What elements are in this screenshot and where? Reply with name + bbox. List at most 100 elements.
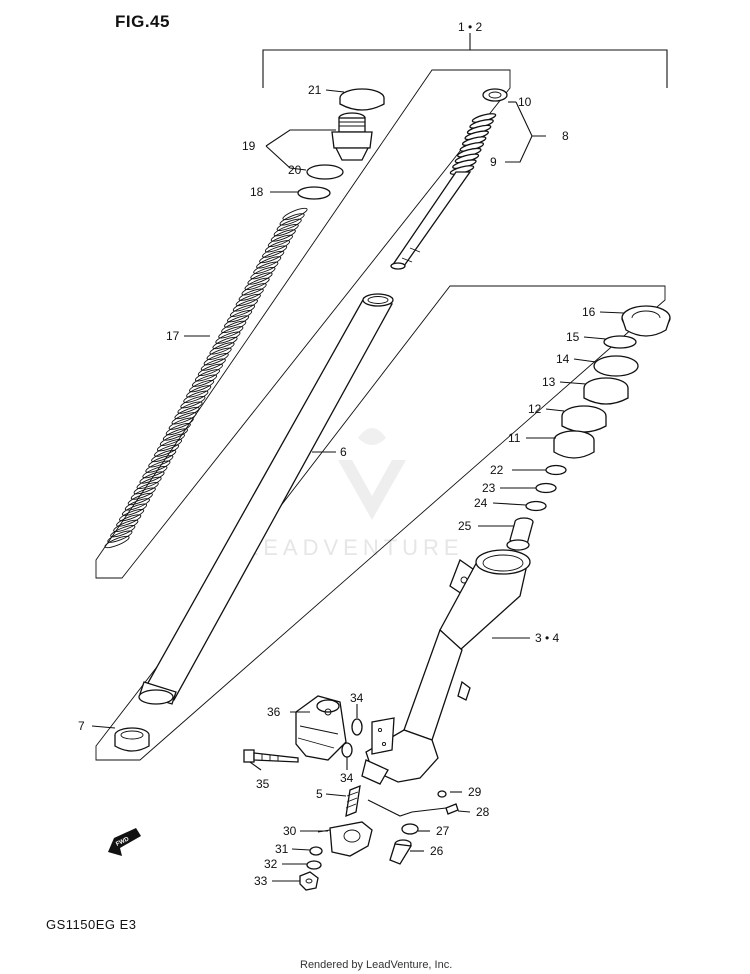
spring-coil: [168, 417, 194, 430]
spring-coil: [104, 535, 130, 549]
spring-coil: [224, 315, 250, 328]
axle-holder-cap-part: [317, 821, 373, 857]
callout-18: 18: [250, 185, 264, 199]
seal-spacer-part: [583, 377, 629, 405]
callout-34-upper: 34: [350, 691, 364, 705]
callout-16: 16: [582, 305, 596, 319]
inner-tube-group-frame: [95, 285, 666, 761]
spring-coil: [215, 331, 241, 344]
ring-22-part: [545, 464, 567, 476]
callout-3-4: 3 • 4: [535, 631, 560, 645]
oil-lock-piece-part: [506, 517, 534, 551]
spring-coil: [136, 476, 162, 490]
spring-coil: [221, 320, 247, 334]
spring-coil: [238, 288, 264, 301]
callout-36: 36: [267, 705, 281, 719]
spring-coil: [250, 266, 276, 280]
callout-9: 9: [490, 155, 497, 169]
spring-coil: [262, 245, 288, 258]
spring-coil: [259, 250, 285, 264]
o-ring-upper-part: [351, 718, 363, 736]
o-ring-lower-part: [341, 742, 353, 758]
spring-coil: [121, 503, 148, 516]
bracket-bolt-part: [243, 749, 299, 763]
callout-13: 13: [542, 375, 556, 389]
guide-bushing-part: [561, 405, 607, 433]
callout-27: 27: [436, 824, 450, 838]
spring-coil: [194, 369, 221, 382]
spring-coil: [273, 223, 299, 237]
spring-coil: [130, 487, 156, 500]
callout-8: 8: [562, 129, 569, 143]
callout-21: 21: [308, 83, 322, 97]
spring-coil: [165, 422, 191, 436]
spring-coil: [244, 277, 270, 291]
spring-coil: [107, 530, 133, 543]
figure-title: FIG.45: [115, 12, 170, 31]
spring-coil: [206, 347, 232, 360]
spring-coil: [229, 304, 256, 317]
spring-coil: [162, 428, 188, 441]
spring-coil: [145, 460, 171, 473]
spring-coil: [139, 471, 165, 484]
nut-33-part: [299, 871, 319, 891]
spring-coil: [151, 449, 177, 463]
stud-bolt-part: [345, 784, 361, 818]
spring-coil: [124, 498, 150, 511]
spring-coil: [177, 401, 203, 414]
callout-24: 24: [474, 496, 488, 510]
callout-17: 17: [166, 329, 180, 343]
callout-11: 11: [508, 431, 521, 445]
fork-spring-part: [104, 207, 308, 549]
spring-coil: [264, 240, 291, 253]
spring-coil: [189, 379, 215, 393]
render-credit: Rendered by LeadVenture, Inc.: [300, 959, 452, 971]
model-code: GS1150EG E3: [46, 917, 137, 932]
spring-coil: [256, 256, 282, 269]
callout-5: 5: [316, 787, 323, 801]
ring-24-part: [525, 500, 547, 512]
callout-19: 19: [242, 139, 256, 153]
spring-coil: [253, 261, 279, 274]
spring-coil: [203, 353, 229, 366]
seal-washer-part: [593, 355, 639, 377]
spring-coil: [212, 336, 238, 350]
callout-29: 29: [468, 785, 482, 799]
callout-22: 22: [490, 463, 504, 477]
slide-bushing-part: [114, 727, 150, 752]
damper-rod-part: [390, 88, 508, 270]
spring-coil: [142, 465, 168, 479]
spring-coil: [209, 342, 235, 355]
piston-ring-part: [553, 430, 595, 459]
callout-25: 25: [458, 519, 472, 533]
washer-31-part: [309, 846, 323, 856]
callout-34-lower: 34: [340, 771, 354, 785]
spring-coil: [154, 444, 180, 457]
callout-35: 35: [256, 777, 270, 791]
spring-coil: [279, 213, 305, 226]
spring-washer-32-part: [306, 860, 322, 870]
spring-coil: [267, 234, 293, 248]
spring-coil: [186, 385, 212, 398]
callout-12: 12: [528, 402, 542, 416]
bolt-26-part: [389, 839, 413, 865]
spring-coil: [183, 390, 209, 403]
cap-bolt-part: [331, 112, 373, 161]
o-ring-part: [306, 164, 344, 180]
spring-coil: [148, 455, 174, 468]
spring-coil: [270, 229, 296, 242]
callout-33: 33: [254, 874, 268, 888]
spring-coil: [174, 406, 200, 420]
leader-lines: [91, 89, 625, 882]
spring-coil: [156, 439, 183, 452]
gasket-27-part: [401, 823, 419, 835]
callout-26: 26: [430, 844, 444, 858]
spring-coil: [197, 363, 223, 377]
outer-tube-part: [361, 549, 531, 785]
inner-tube-part: [138, 293, 394, 705]
callout-15: 15: [566, 330, 580, 344]
spring-coil: [241, 283, 267, 296]
spring-coil: [180, 396, 206, 409]
spring-coil: [171, 412, 197, 425]
